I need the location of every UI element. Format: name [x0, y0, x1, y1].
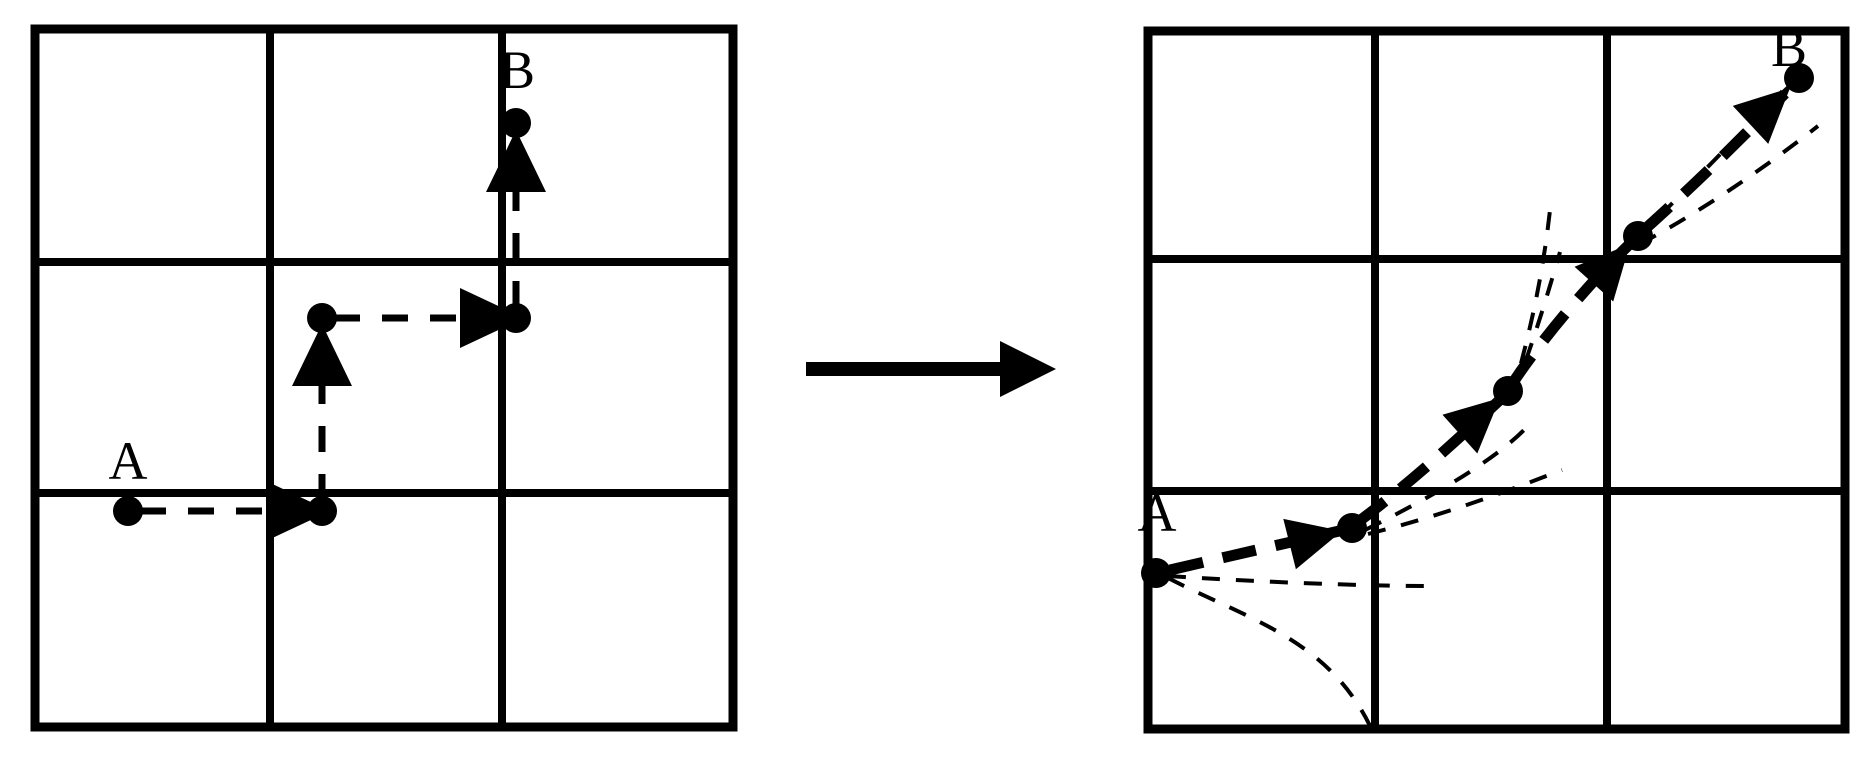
right-label-a: A: [1138, 483, 1177, 543]
transition-arrow-head: [1000, 341, 1056, 397]
left-grid-border: [30, 24, 738, 732]
left-node-waypoint-2[interactable]: [307, 303, 337, 333]
left-node-waypoint-3[interactable]: [501, 303, 531, 333]
left-node-a[interactable]: [113, 496, 143, 526]
left-label-b: B: [499, 40, 535, 100]
left-arrowhead-up-1: [292, 324, 352, 386]
right-fan-curve-a-flat: [1167, 574, 1436, 588]
right-node-waypoint-3[interactable]: [1623, 221, 1653, 251]
transition-arrow: [806, 341, 1056, 397]
left-arrowhead-right-2: [460, 288, 524, 348]
right-fan-curve-n3-upper: [1634, 78, 1798, 242]
right-fan-curve-n1-lower: [1367, 468, 1563, 536]
right-node-b[interactable]: [1784, 63, 1814, 93]
left-node-waypoint-1[interactable]: [307, 496, 337, 526]
right-node-waypoint-2[interactable]: [1493, 376, 1523, 406]
right-grid-border: [1143, 26, 1850, 734]
left-arrowhead-up-2: [486, 130, 546, 192]
right-panel: A B: [1138, 18, 1850, 734]
right-arrowhead-1: [1283, 505, 1349, 570]
right-label-b: B: [1771, 18, 1807, 78]
right-fan-curve-a-low: [1167, 576, 1374, 731]
right-fan-curve-n3-lower: [1639, 124, 1820, 246]
left-label-a: A: [109, 431, 148, 491]
right-fan-curve-n1-upper: [1364, 428, 1526, 532]
left-node-b[interactable]: [501, 108, 531, 138]
left-arrowhead-right-1: [266, 481, 330, 541]
left-panel: A B: [30, 24, 738, 732]
right-node-a[interactable]: [1141, 558, 1171, 588]
right-node-waypoint-1[interactable]: [1337, 513, 1367, 543]
